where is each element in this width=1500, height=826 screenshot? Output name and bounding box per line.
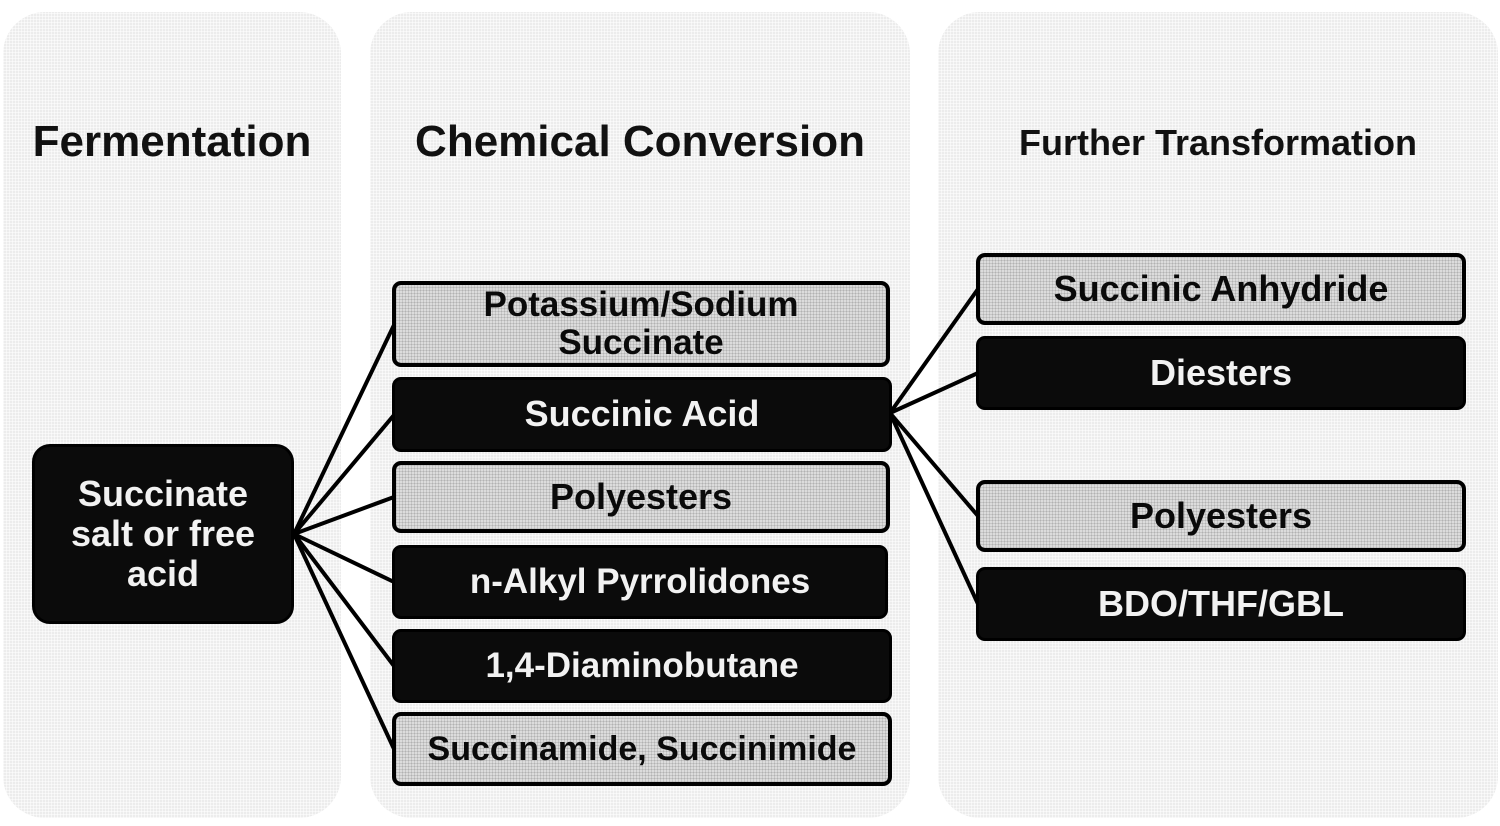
node-polyesters-further: Polyesters: [976, 480, 1466, 552]
node-succinic-anhydride-label: Succinic Anhydride: [1053, 267, 1389, 309]
node-bdo-thf-gbl: BDO/THF/GBL: [976, 567, 1466, 641]
node-succinic-acid: Succinic Acid: [392, 377, 892, 452]
node-polyesters-chemical-label: Polyesters: [549, 475, 733, 517]
edge-acid-anhydride: [888, 287, 980, 415]
node-succinic-anhydride: Succinic Anhydride: [976, 253, 1466, 325]
edge-source-diaminobutane: [292, 532, 396, 668]
edge-source-succinamide: [292, 532, 396, 751]
node-n-alkyl-pyrrolidones: n-Alkyl Pyrrolidones: [392, 545, 888, 619]
fermentation-title: Fermentation: [32, 117, 312, 166]
node-diesters: Diesters: [976, 336, 1466, 410]
node-succinic-acid-label: Succinic Acid: [524, 393, 760, 435]
edge-source-polyesters: [292, 495, 396, 536]
fermentation-column: Fermentation: [3, 12, 341, 818]
edge-acid-polyesters: [888, 411, 980, 518]
node-polyesters-chemical: Polyesters: [392, 461, 890, 533]
node-n-alkyl-pyrrolidones-label: n-Alkyl Pyrrolidones: [469, 562, 811, 602]
edge-source-succinic-acid: [292, 413, 396, 536]
node-succinate-salt-or-free-acid-label: Succinate salt or free acid: [70, 472, 256, 595]
node-diaminobutane: 1,4-Diaminobutane: [392, 629, 892, 703]
node-potassium-sodium-succinate-label: Potassium/Sodium Succinate: [483, 284, 799, 362]
node-diaminobutane-label: 1,4-Diaminobutane: [485, 646, 799, 686]
chemical-conversion-title: Chemical Conversion: [415, 117, 865, 166]
node-succinamide-succinimide: Succinamide, Succinimide: [392, 712, 892, 786]
node-potassium-sodium-succinate: Potassium/Sodium Succinate: [392, 281, 890, 367]
node-diesters-label: Diesters: [1149, 351, 1293, 393]
edge-source-alkyl-pyrrolidones: [292, 532, 396, 584]
node-succinamide-succinimide-label: Succinamide, Succinimide: [427, 729, 857, 768]
node-polyesters-further-label: Polyesters: [1129, 494, 1313, 536]
edge-source-potassium: [292, 323, 396, 536]
node-bdo-thf-gbl-label: BDO/THF/GBL: [1098, 582, 1344, 624]
edge-acid-bdo: [888, 411, 980, 606]
further-transformation-title: Further Transformation: [1018, 122, 1418, 163]
further-transformation-column: Further Transformation: [938, 12, 1498, 818]
edge-acid-diesters: [888, 371, 980, 415]
node-succinate-salt-or-free-acid: Succinate salt or free acid: [32, 444, 294, 624]
